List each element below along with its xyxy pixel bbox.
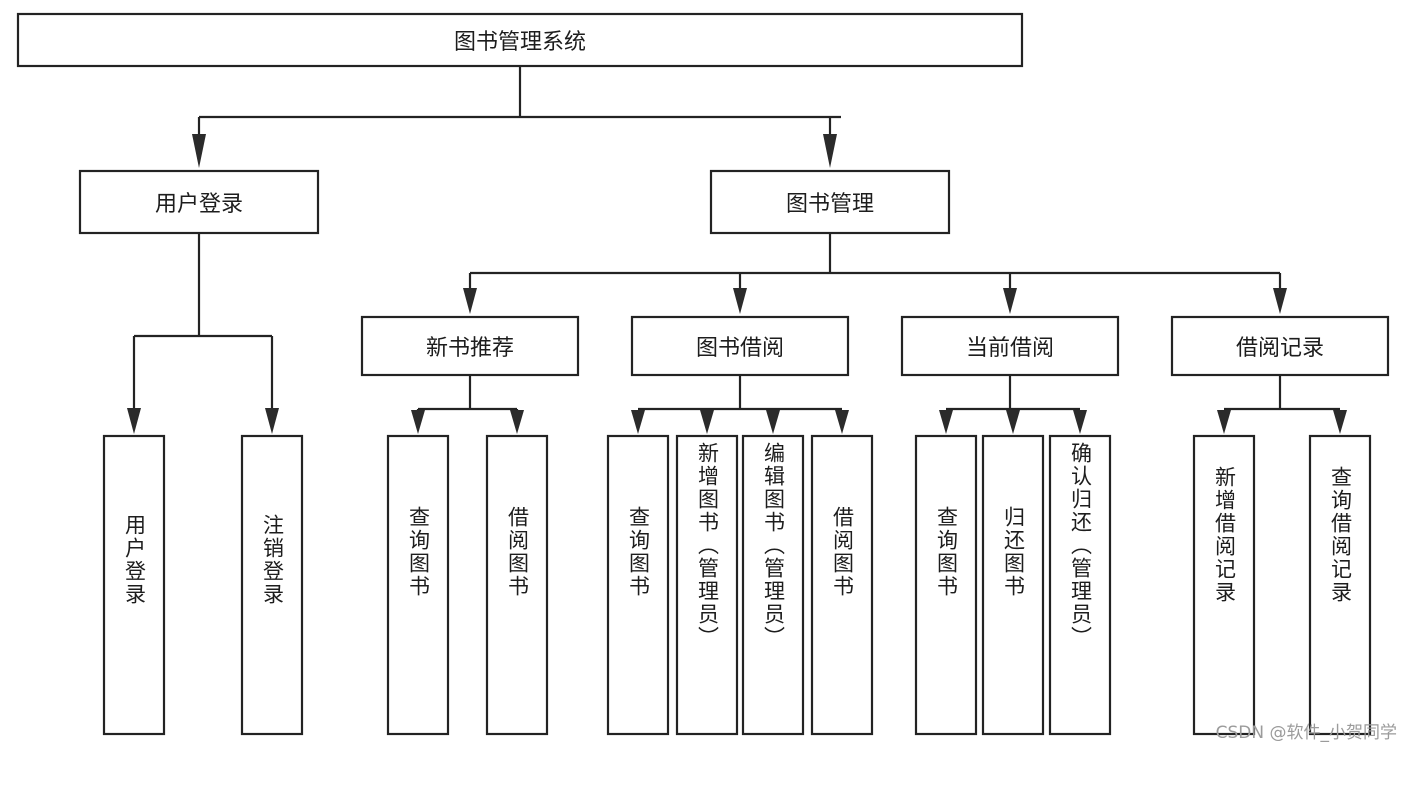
arrowhead-leaf-query-borrow-record — [1333, 410, 1347, 434]
node-leaf-query-books-recommend[interactable] — [386, 434, 450, 736]
connector-group-user-login — [127, 233, 279, 434]
arrowhead-leaf-query-books-borrow — [631, 410, 645, 434]
node-leaf-borrow-books-recommend[interactable] — [485, 434, 549, 736]
node-root[interactable] — [16, 12, 1024, 68]
node-leaf-query-books-current[interactable] — [914, 434, 978, 736]
arrowhead-new-book-recommend — [463, 288, 477, 314]
connector-group-borrow-records — [1217, 375, 1347, 434]
node-new-book-recommend[interactable] — [360, 315, 580, 377]
arrowhead-leaf-logout — [265, 408, 279, 434]
node-leaf-user-login[interactable] — [102, 434, 166, 736]
arrowhead-user-login — [192, 134, 206, 168]
node-leaf-query-borrow-record[interactable] — [1308, 434, 1372, 736]
node-leaf-query-books-borrow[interactable] — [606, 434, 670, 736]
arrowhead-leaf-query-books-current — [939, 410, 953, 434]
arrowhead-leaf-edit-book-admin — [766, 410, 780, 434]
arrowhead-leaf-user-login — [127, 408, 141, 434]
arrowhead-leaf-add-borrow-record — [1217, 410, 1231, 434]
arrowhead-leaf-add-book-admin — [700, 410, 714, 434]
connector-group-book-management — [463, 233, 1287, 314]
arrowhead-borrow-records — [1273, 288, 1287, 314]
node-leaf-logout[interactable] — [240, 434, 304, 736]
connector-group-new-book-recommend — [411, 375, 524, 434]
connector-group-book-borrow — [631, 375, 849, 434]
node-user-login[interactable] — [78, 169, 320, 235]
node-leaf-add-book-admin[interactable] — [675, 434, 739, 736]
node-leaf-return-books[interactable] — [981, 434, 1045, 736]
node-leaf-add-borrow-record[interactable] — [1192, 434, 1256, 736]
node-leaf-borrow-books[interactable] — [810, 434, 874, 736]
connector-group-root — [192, 66, 841, 168]
node-leaf-edit-book-admin[interactable] — [741, 434, 805, 736]
arrowhead-leaf-borrow-books-recommend — [510, 410, 524, 434]
node-book-borrow[interactable] — [630, 315, 850, 377]
node-current-borrow[interactable] — [900, 315, 1120, 377]
node-book-management[interactable] — [709, 169, 951, 235]
hierarchy-diagram-canvas — [16, 12, 1390, 736]
arrowhead-book-borrow — [733, 288, 747, 314]
arrowhead-current-borrow — [1003, 288, 1017, 314]
arrowhead-leaf-return-books — [1006, 410, 1020, 434]
arrowhead-leaf-confirm-return-admin — [1073, 410, 1087, 434]
arrowhead-book-management — [823, 134, 837, 168]
connector-group-current-borrow — [939, 375, 1087, 434]
arrowhead-leaf-borrow-books — [835, 410, 849, 434]
node-leaf-confirm-return-admin[interactable] — [1048, 434, 1112, 736]
node-borrow-records[interactable] — [1170, 315, 1390, 377]
arrowhead-leaf-query-books-recommend — [411, 410, 425, 434]
